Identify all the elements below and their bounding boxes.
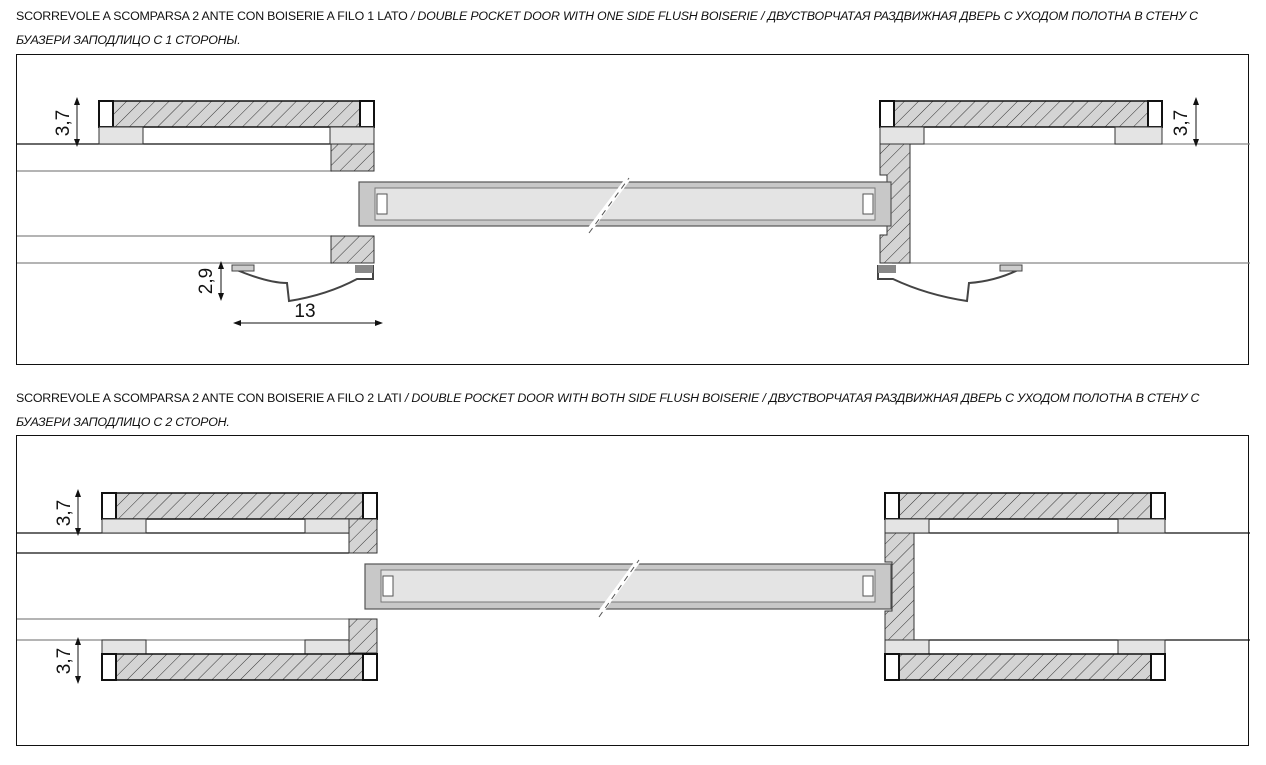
handle-left	[231, 264, 374, 303]
section-1-caption: SCORREVOLE A SCOMPARSA 2 ANTE CON BOISER…	[16, 4, 1246, 52]
svg-text:3,7: 3,7	[54, 648, 75, 674]
svg-text:3,7: 3,7	[53, 110, 74, 136]
caption-italian: SCORREVOLE A SCOMPARSA 2 ANTE CON BOISER…	[16, 9, 408, 23]
separator: /	[759, 391, 769, 405]
door-jamb-right	[884, 532, 915, 641]
boiserie-panel-right	[879, 100, 1163, 264]
caption-russian: ДВУСТВОРЧАТАЯ РАЗДВИЖНАЯ ДВЕРЬ С УХОДОМ …	[16, 391, 1200, 429]
door-leaf	[364, 555, 892, 619]
section-drawing-1: 3,7 3,7 2,9 13	[17, 97, 1250, 326]
separator: /	[401, 391, 412, 405]
dimension-handle-width: 13	[233, 301, 383, 326]
boiserie-panel-left-bottom	[101, 618, 378, 681]
wall-left	[17, 143, 332, 264]
svg-text:3,7: 3,7	[1171, 110, 1192, 136]
boiserie-panel-left-top	[101, 492, 378, 554]
svg-text:3,7: 3,7	[54, 500, 75, 526]
separator: /	[407, 9, 418, 23]
dimension-handle-depth: 2,9	[196, 261, 224, 301]
caption-russian: ДВУСТВОРЧАТАЯ РАЗДВИЖНАЯ ДВЕРЬ С УХОДОМ …	[16, 9, 1198, 47]
svg-text:2,9: 2,9	[196, 268, 217, 294]
boiserie-panel-left	[98, 100, 375, 264]
handle-right	[877, 264, 1023, 303]
caption-english: DOUBLE POCKET DOOR WITH BOTH SIDE FLUSH …	[411, 391, 760, 405]
svg-text:13: 13	[294, 301, 315, 322]
dimension-bottom-thickness: 3,7	[54, 637, 81, 684]
separator: /	[757, 9, 768, 23]
section-drawing-2: 3,7 3,7	[17, 489, 1250, 684]
section-2-caption: SCORREVOLE A SCOMPARSA 2 ANTE CON BOISER…	[16, 386, 1246, 434]
boiserie-panel-right-bottom	[884, 639, 1166, 681]
caption-english: DOUBLE POCKET DOOR WITH ONE SIDE FLUSH B…	[417, 9, 758, 23]
wall-right	[892, 143, 1250, 264]
diagram-one-side-flush: 3,7 3,7 2,9 13	[16, 54, 1250, 365]
boiserie-panel-right-top	[884, 492, 1166, 534]
caption-italian: SCORREVOLE A SCOMPARSA 2 ANTE CON BOISER…	[16, 391, 402, 405]
dimension-left-thickness: 3,7	[53, 97, 80, 147]
wall-right	[912, 532, 1250, 641]
dimension-top-thickness: 3,7	[54, 489, 81, 536]
diagram-both-sides-flush: 3,7 3,7	[16, 435, 1250, 746]
wall-left	[17, 532, 349, 641]
door-leaf	[358, 173, 892, 235]
dimension-right-thickness: 3,7	[1171, 97, 1199, 147]
